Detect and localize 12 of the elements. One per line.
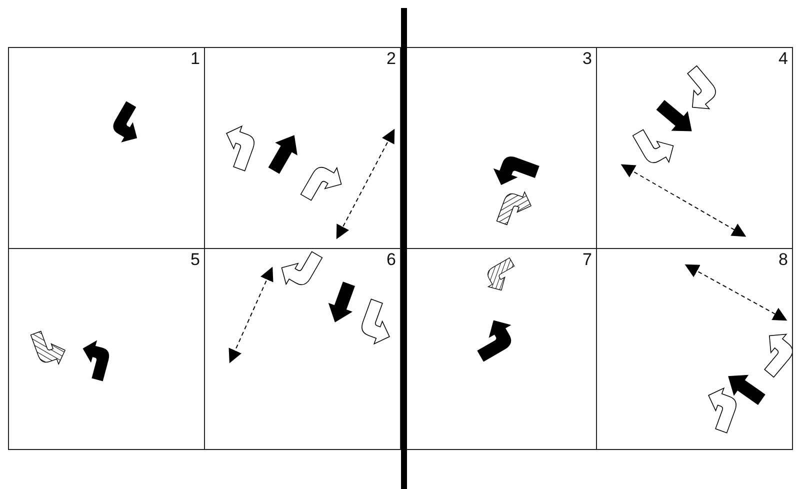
phase-cell <box>596 248 793 450</box>
phase-number: 2 <box>386 50 396 67</box>
phase-number: 1 <box>190 50 200 67</box>
phase-number: 4 <box>778 50 788 67</box>
phase-cell <box>8 47 205 249</box>
phase-number: 3 <box>582 50 592 67</box>
phase-number: 7 <box>582 251 592 268</box>
phase-number: 6 <box>386 251 396 268</box>
phase-cell <box>8 248 205 450</box>
phase-number: 8 <box>778 251 788 268</box>
phase-cell <box>596 47 793 249</box>
phase-number: 5 <box>190 251 200 268</box>
